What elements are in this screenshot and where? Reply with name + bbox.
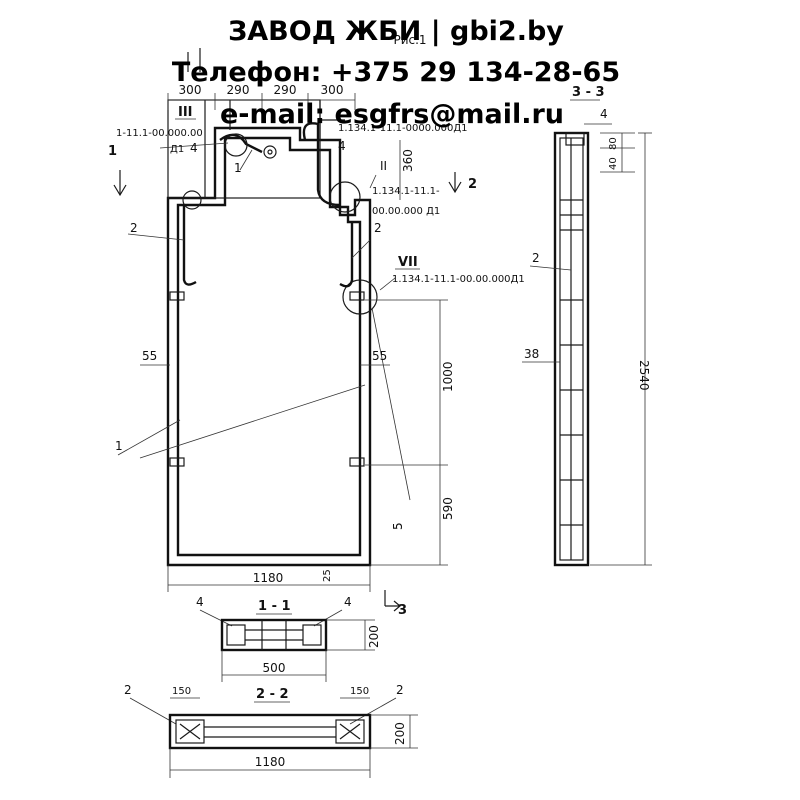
banner-title: ЗАВОД ЖБИ | gbi2.by bbox=[228, 16, 564, 47]
leader-line bbox=[139, 384, 366, 459]
top-dim-label: 290 bbox=[274, 83, 297, 97]
detail-circle bbox=[182, 190, 202, 210]
node-label-II: II bbox=[380, 159, 387, 173]
leader-line bbox=[351, 239, 371, 259]
anchor-point bbox=[263, 145, 277, 159]
section-label-1-1: 1 - 1 bbox=[258, 599, 291, 614]
code-label-left-suffix: Д1 bbox=[170, 144, 184, 155]
dim-label-1000: 1000 bbox=[441, 361, 455, 392]
dim-label-590: 590 bbox=[441, 497, 455, 520]
s22-dim-1180: 1180 bbox=[255, 755, 286, 769]
embedded-plate bbox=[169, 291, 185, 301]
detail-circle-II bbox=[329, 181, 361, 213]
side-view-3-3: 3 - 3 4 2 38 80 40 2540 bbox=[522, 85, 652, 567]
leader-line bbox=[159, 142, 229, 149]
leader-line bbox=[239, 149, 253, 171]
cut-markers: 1 2 3 bbox=[108, 48, 477, 618]
side-top-plate bbox=[565, 132, 585, 146]
panel-inner-outline bbox=[176, 136, 362, 557]
top-dimensions: 300 290 290 300 Рис.1 bbox=[167, 33, 427, 110]
side-label-2: 2 bbox=[532, 251, 540, 265]
s22-dim-150: 150 bbox=[350, 686, 369, 697]
side-label-4: 4 bbox=[600, 107, 608, 121]
rebar-label-5: 5 bbox=[391, 522, 405, 530]
s11-dim-200: 200 bbox=[367, 625, 381, 648]
main-view-labels: III 1-11.1-00.000.00 Д1 4 1.134.1-11.1-0… bbox=[115, 105, 525, 530]
main-panel-view bbox=[117, 99, 411, 567]
top-dim-label: 300 bbox=[179, 83, 202, 97]
embedded-plate bbox=[169, 457, 185, 467]
node-label-VII: VII bbox=[398, 255, 418, 270]
s22-label-2: 2 bbox=[396, 683, 404, 697]
banner-email[interactable]: e-mail: esgfrs@mail.ru bbox=[220, 99, 564, 130]
side-label-38: 38 bbox=[524, 347, 539, 361]
rebar-label-2: 2 bbox=[130, 221, 138, 235]
s11-dim-500: 500 bbox=[263, 661, 286, 675]
detail-circle-VII bbox=[342, 279, 378, 315]
s11-plate bbox=[302, 624, 322, 646]
embedded-plate bbox=[349, 457, 365, 467]
s11-outline bbox=[220, 618, 328, 652]
code-label-mid: 1.134.1-11.1-0000.000Д1 bbox=[338, 123, 468, 134]
s22-dim-200: 200 bbox=[393, 722, 407, 745]
rebar-label-4: 4 bbox=[190, 141, 198, 155]
dim-label-55: 55 bbox=[372, 349, 387, 363]
main-bottom-dims: 1180 25 bbox=[167, 565, 371, 592]
leader-line bbox=[117, 419, 181, 456]
node-label-III: III bbox=[178, 105, 193, 120]
cut-label: 3 bbox=[398, 603, 407, 618]
s11-label-4: 4 bbox=[196, 595, 204, 609]
leader-line bbox=[369, 174, 377, 189]
lifting-loop bbox=[219, 133, 263, 154]
rebar-hook bbox=[182, 205, 197, 286]
side-dim-2540: 2540 bbox=[637, 360, 651, 391]
s22-outline bbox=[168, 713, 372, 750]
rebar-label-2: 2 bbox=[374, 221, 382, 235]
top-dim-label: 300 bbox=[321, 83, 344, 97]
anchor-point bbox=[267, 149, 273, 155]
section-2-2: 2 - 2 2 2 150 150 1180 200 bbox=[124, 683, 418, 778]
rebar-hook bbox=[339, 222, 354, 288]
dim-label-25: 25 bbox=[322, 569, 333, 582]
code-label-left: 1-11.1-00.000.00 bbox=[116, 128, 203, 139]
figure-label: Рис.1 bbox=[393, 33, 426, 47]
side-dim-40: 40 bbox=[608, 157, 619, 170]
s22-pocket bbox=[175, 719, 205, 744]
s22-pocket bbox=[335, 719, 365, 744]
banner: ЗАВОД ЖБИ | gbi2.by Телефон: +375 29 134… bbox=[172, 16, 620, 130]
dim-label-1180: 1180 bbox=[253, 571, 284, 585]
rebar-label-4: 4 bbox=[338, 139, 346, 153]
side-dim-80: 80 bbox=[608, 137, 619, 150]
code-label-right: 00.00.000 Д1 bbox=[372, 206, 440, 217]
leader-line bbox=[379, 277, 396, 291]
section-label-3-3: 3 - 3 bbox=[572, 85, 605, 100]
s11-plate bbox=[226, 624, 246, 646]
s22-dim-150: 150 bbox=[172, 686, 191, 697]
embedded-plate bbox=[349, 291, 365, 301]
main-vertical-dims: 1000 590 360 bbox=[365, 140, 455, 566]
cut-label: 2 bbox=[468, 177, 477, 192]
leader-line bbox=[371, 307, 411, 501]
dim-label-55: 55 bbox=[142, 349, 157, 363]
section-1-1: 1 - 1 4 4 500 200 bbox=[196, 595, 381, 682]
s11-label-4: 4 bbox=[344, 595, 352, 609]
section-label-2-2: 2 - 2 bbox=[256, 687, 289, 702]
leader-line bbox=[127, 233, 185, 241]
code-label-vii: 1.134.1-11.1-00.00.000Д1 bbox=[392, 274, 525, 285]
s22-label-2: 2 bbox=[124, 683, 132, 697]
rebar-label-1: 1 bbox=[234, 161, 242, 175]
detail-circle-III bbox=[224, 133, 248, 157]
top-dim-label: 290 bbox=[227, 83, 250, 97]
code-label-right: 1.134.1-11.1- bbox=[372, 186, 440, 197]
lifting-loop bbox=[302, 122, 341, 207]
rebar-label-1: 1 bbox=[115, 439, 123, 453]
cut-label: 1 bbox=[108, 144, 117, 159]
dim-label-360: 360 bbox=[401, 149, 415, 172]
banner-phone: Телефон: +375 29 134-28-65 bbox=[172, 57, 620, 88]
